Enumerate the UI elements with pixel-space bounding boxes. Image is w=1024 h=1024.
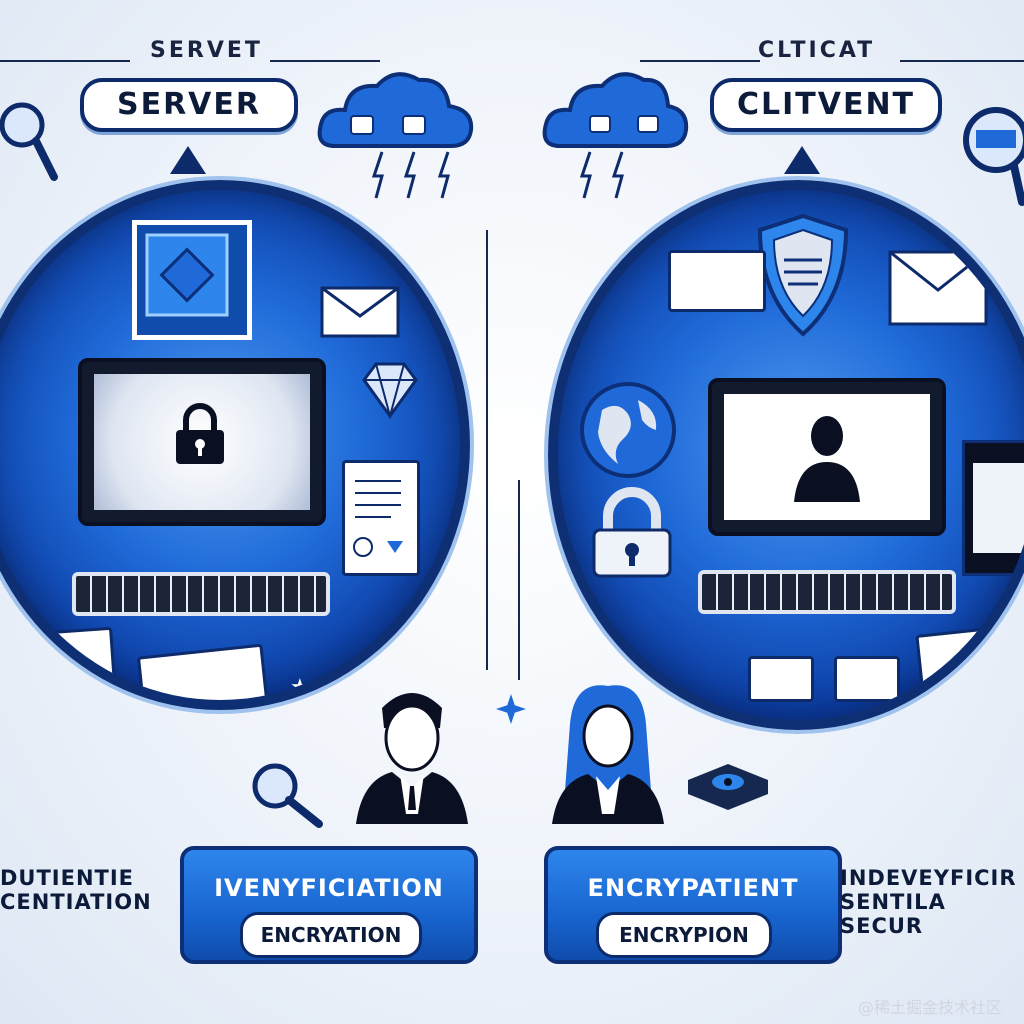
user-avatar-icon <box>548 684 668 824</box>
keyboard <box>72 572 330 616</box>
watermark: @稀土掘金技术社区 <box>858 998 1003 1017</box>
star-icon: ★ <box>98 692 116 710</box>
star-icon: ★ <box>290 674 310 699</box>
server-pill[interactable]: SERVER <box>80 78 298 132</box>
diamond-icon <box>360 360 420 420</box>
id-card <box>18 626 116 690</box>
server-top-label: SERVET <box>150 38 263 63</box>
certificate-icon <box>342 460 420 576</box>
padlock-icon <box>590 487 674 580</box>
client-monitor <box>708 378 946 536</box>
magnifier-icon[interactable] <box>245 760 325 830</box>
shield-icon <box>757 213 849 337</box>
left-banner-sub[interactable]: ENCRYATION <box>240 912 422 958</box>
client-circle <box>548 180 1024 730</box>
lock-icon <box>174 402 226 466</box>
side-text-line: SENTILA SECUR <box>840 890 946 938</box>
eye-device-icon <box>688 760 768 810</box>
envelope-icon <box>888 250 988 326</box>
left-side-text: DUTIENTIE CENTIATION <box>0 866 190 914</box>
cloud-icon <box>540 66 690 152</box>
user-avatar-icon <box>794 412 860 502</box>
connector-line <box>0 60 130 62</box>
envelope-icon <box>320 286 400 338</box>
connector-line <box>270 60 380 62</box>
document-icon <box>668 250 766 312</box>
right-side-text: INDEVEYFICIR SENTILA SECUR <box>840 866 1024 938</box>
side-text-line: DUTIENTIE <box>0 866 135 890</box>
server-monitor <box>78 358 326 526</box>
banner-title: IVENYFICIATION <box>214 874 444 902</box>
side-text-line: CENTIATION <box>0 890 152 914</box>
client-top-label: CLTICAT <box>758 38 876 63</box>
center-connector <box>486 230 488 670</box>
user-avatar-icon <box>352 684 472 824</box>
chip-icon <box>132 220 252 340</box>
arrow-up-icon <box>784 146 820 174</box>
cloud-icon <box>315 66 475 152</box>
connector-line <box>900 60 1024 62</box>
magnifier-icon[interactable] <box>956 98 1024 208</box>
keyboard <box>698 570 956 614</box>
client-pill[interactable]: CLITVENT <box>710 78 942 132</box>
center-connector <box>518 480 520 680</box>
side-text-line: INDEVEYFICIR <box>840 866 1017 890</box>
arrow-up-icon <box>170 146 206 174</box>
lightning-icon <box>578 151 638 202</box>
id-card <box>915 625 1015 691</box>
id-card <box>834 656 900 702</box>
id-card <box>136 643 270 700</box>
magnifier-icon[interactable] <box>0 95 60 185</box>
server-circle: ★ ★ <box>0 180 470 710</box>
banner-title: ENCRYPATIENT <box>587 874 799 902</box>
sparkle-icon <box>496 694 526 724</box>
connector-line <box>640 60 760 62</box>
lightning-icon <box>370 151 460 202</box>
right-banner-sub[interactable]: ENCRYPION <box>596 912 772 958</box>
side-screen <box>962 440 1024 576</box>
id-card <box>748 656 814 702</box>
globe-icon <box>578 380 678 480</box>
